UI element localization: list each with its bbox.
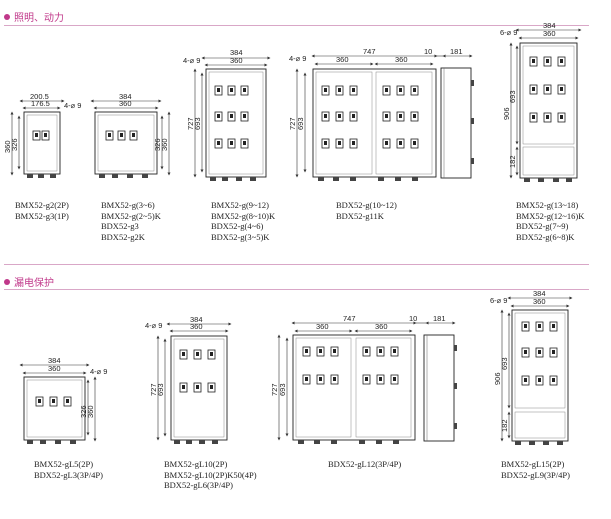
dim-label: 360 bbox=[190, 322, 203, 331]
dim-label: 10 bbox=[409, 314, 417, 323]
dim-label: 10 bbox=[424, 47, 432, 56]
dim-label: 360 bbox=[375, 322, 388, 331]
bullet-dot-icon bbox=[4, 278, 10, 285]
bullet-dot-icon bbox=[4, 13, 10, 20]
section-header-leakage-protection: 漏电保护 bbox=[4, 274, 54, 289]
section-divider bbox=[4, 264, 589, 265]
dim-label: 747 bbox=[343, 314, 356, 323]
dim-label: 693 bbox=[508, 90, 517, 103]
dim-label: 200.5 bbox=[30, 92, 49, 101]
dim-label: 360 bbox=[48, 364, 61, 373]
dim-label: 727 bbox=[270, 383, 279, 396]
dim-label: 384 bbox=[119, 92, 132, 101]
dim-label: 693 bbox=[156, 383, 165, 396]
model-caption: BMX52-g2(2P) BMX52-g3(1P) bbox=[15, 200, 69, 221]
dim-label: 360 bbox=[336, 55, 349, 64]
dim-label: 747 bbox=[363, 47, 376, 56]
dim-label: 693 bbox=[296, 117, 305, 130]
dim-label: 384 bbox=[533, 289, 546, 298]
model-caption: BMX52-g(13~18) BMX52-g(12~16)K BDX52-g(7… bbox=[516, 200, 585, 242]
section-divider bbox=[4, 25, 589, 26]
dim-label: 360 bbox=[533, 297, 546, 306]
dim-label: 182 bbox=[500, 419, 509, 432]
dim-label: 384 bbox=[48, 356, 61, 365]
dim-label: 360 bbox=[86, 405, 95, 418]
dim-label: 360 bbox=[316, 322, 329, 331]
panel-top-1 bbox=[10, 99, 65, 178]
dim-label: 4-⌀ 9 bbox=[90, 367, 107, 376]
panel-top-4 bbox=[295, 54, 474, 181]
dim-label: 4-⌀ 9 bbox=[145, 321, 162, 330]
dim-label: 181 bbox=[450, 47, 463, 56]
dim-label: 6-⌀ 9 bbox=[490, 296, 507, 305]
dim-label: 727 bbox=[149, 383, 158, 396]
panel-bottom-2 bbox=[156, 322, 232, 444]
dim-label: 4-⌀ 9 bbox=[64, 101, 81, 110]
dim-label: 360 bbox=[543, 29, 556, 38]
model-caption: BMX52-gL10(2P) BMX52-gL10(2P)K50(4P) BDX… bbox=[164, 459, 257, 490]
dim-label: 360 bbox=[160, 138, 169, 151]
section-divider bbox=[4, 289, 589, 290]
section-header-lighting-power: 照明、动力 bbox=[4, 9, 64, 24]
dim-label: 4-⌀ 9 bbox=[289, 54, 306, 63]
dim-label: 906 bbox=[493, 372, 502, 385]
dim-label: 906 bbox=[502, 107, 511, 120]
dim-label: 182 bbox=[508, 155, 517, 168]
dim-label: 693 bbox=[278, 383, 287, 396]
dim-label: 693 bbox=[500, 357, 509, 370]
dim-label: 176.5 bbox=[31, 99, 50, 108]
model-caption: BMX52-g(3~6) BMX52-g(2~5)K BDX52-g3 BDX5… bbox=[101, 200, 161, 242]
panel-top-2 bbox=[90, 99, 171, 178]
dim-label: 360 bbox=[230, 56, 243, 65]
dim-label: 4-⌀ 9 bbox=[183, 56, 200, 65]
dim-label: 360 bbox=[3, 140, 12, 153]
dim-label: 727 bbox=[186, 117, 195, 130]
dim-label: 326 bbox=[153, 138, 162, 151]
model-caption: BMX52-gL5(2P) BDX52-gL3(3P/4P) bbox=[34, 459, 103, 480]
dim-label: 693 bbox=[193, 117, 202, 130]
model-caption: BDX52-gL12(3P/4P) bbox=[328, 459, 402, 469]
panel-top-5 bbox=[509, 28, 582, 182]
dim-label: 181 bbox=[433, 314, 446, 323]
dim-label: 384 bbox=[230, 48, 243, 57]
model-caption: BMX52-gL15(2P) BDX52-gL9(3P/4P) bbox=[501, 459, 570, 480]
dim-label: 326 bbox=[10, 138, 19, 151]
dim-label: 384 bbox=[190, 315, 203, 324]
dim-label: 6-⌀ 9 bbox=[500, 28, 517, 37]
panel-bottom-4 bbox=[500, 296, 573, 445]
panel-bottom-3 bbox=[277, 321, 457, 444]
dim-label: 727 bbox=[288, 117, 297, 130]
model-caption: BMX52-g(9~12) BMX52-g(8~10)K BDX52-g(4~6… bbox=[211, 200, 276, 242]
model-caption: BDX52-g(10~12) BDX52-g11K bbox=[336, 200, 397, 221]
panel-top-3 bbox=[193, 56, 271, 181]
panel-bottom-1 bbox=[19, 363, 97, 444]
dim-label: 360 bbox=[395, 55, 408, 64]
dim-label: 326 bbox=[79, 405, 88, 418]
dim-label: 384 bbox=[543, 21, 556, 30]
dim-label: 360 bbox=[119, 99, 132, 108]
